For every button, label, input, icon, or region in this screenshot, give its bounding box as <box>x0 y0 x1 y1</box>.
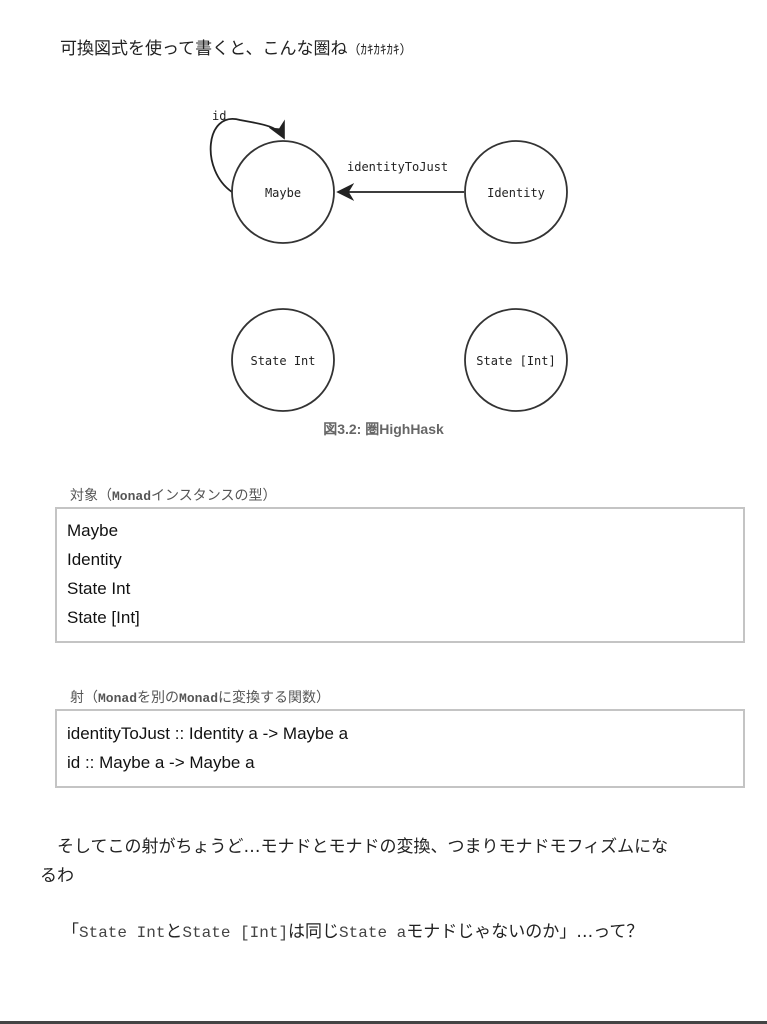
node-label-state-list-int: State [Int] <box>476 354 555 368</box>
object-item: State [Int] <box>67 608 140 627</box>
node-maybe: Maybe <box>231 140 335 244</box>
p2-text-3: モナドじゃないのか」…って？ <box>406 922 644 942</box>
intro-text: 可換図式を使って書くと、こんな圏ね（ｶｷｶｷｶｷ） <box>60 34 413 59</box>
arrow-id: id <box>209 109 285 193</box>
commutative-diagram: id identityToJust Maybe Identity State I… <box>209 109 568 412</box>
objects-legend-suffix: インスタンスの型） <box>151 488 277 504</box>
bottom-divider <box>0 1021 767 1024</box>
paragraph-1-line-1: そしてこの射がちょうど…モナドとモナドの変換、つまりモナドモフィズムにな <box>40 837 669 857</box>
node-state-int: State Int <box>231 308 335 412</box>
arrow-label-identity-to-just: identityToJust <box>347 160 448 174</box>
morphisms-legend-mono2: Monad <box>179 691 219 706</box>
objects-box: Maybe Identity State Int State [Int] <box>55 507 745 643</box>
morphism-item: id :: Maybe a -> Maybe a <box>67 753 255 772</box>
objects-legend-mono: Monad <box>112 489 152 504</box>
p2-code-state-int: State Int <box>79 924 166 942</box>
p2-text-1: と <box>165 922 183 942</box>
morphisms-legend-suffix: に変換する関数） <box>218 690 331 706</box>
node-state-list-int: State [Int] <box>464 308 568 412</box>
arrow-identity-to-just: identityToJust <box>336 160 464 201</box>
object-item: Identity <box>67 550 122 569</box>
paragraph-2: 「State IntとState [Int]は同じState aモナドじゃないの… <box>62 917 643 942</box>
p2-text-2: は同じ <box>288 922 340 942</box>
morphisms-legend: 射（Monadを別のMonadに変換する関数） <box>70 687 330 707</box>
arrow-label-id: id <box>212 109 226 123</box>
morphisms-box: identityToJust :: Identity a -> Maybe a … <box>55 709 745 788</box>
node-label-identity: Identity <box>487 186 545 200</box>
node-identity: Identity <box>464 140 568 244</box>
morphisms-legend-mid: を別の <box>137 690 180 706</box>
morphism-item: identityToJust :: Identity a -> Maybe a <box>67 724 349 743</box>
objects-legend: 対象（Monadインスタンスの型） <box>70 485 276 505</box>
paragraph-1-line-2: るわ <box>40 866 74 886</box>
figure-caption: 図3.2: 圏HighHask <box>323 421 444 437</box>
p2-open: 「 <box>62 922 79 942</box>
morphisms-legend-prefix: 射（ <box>70 690 98 706</box>
object-item: Maybe <box>67 521 119 540</box>
node-label-maybe: Maybe <box>265 186 301 200</box>
intro-aside: （ｶｷｶｷｶｷ） <box>347 43 413 58</box>
node-label-state-int: State Int <box>250 354 315 368</box>
intro-main: 可換図式を使って書くと、こんな圏ね <box>60 39 348 59</box>
objects-legend-prefix: 対象（ <box>70 488 112 504</box>
morphisms-legend-mono1: Monad <box>98 691 138 706</box>
object-item: State Int <box>67 579 131 598</box>
p2-code-state-list-int: State [Int] <box>182 924 289 942</box>
p2-code-state-a: State a <box>339 924 407 942</box>
